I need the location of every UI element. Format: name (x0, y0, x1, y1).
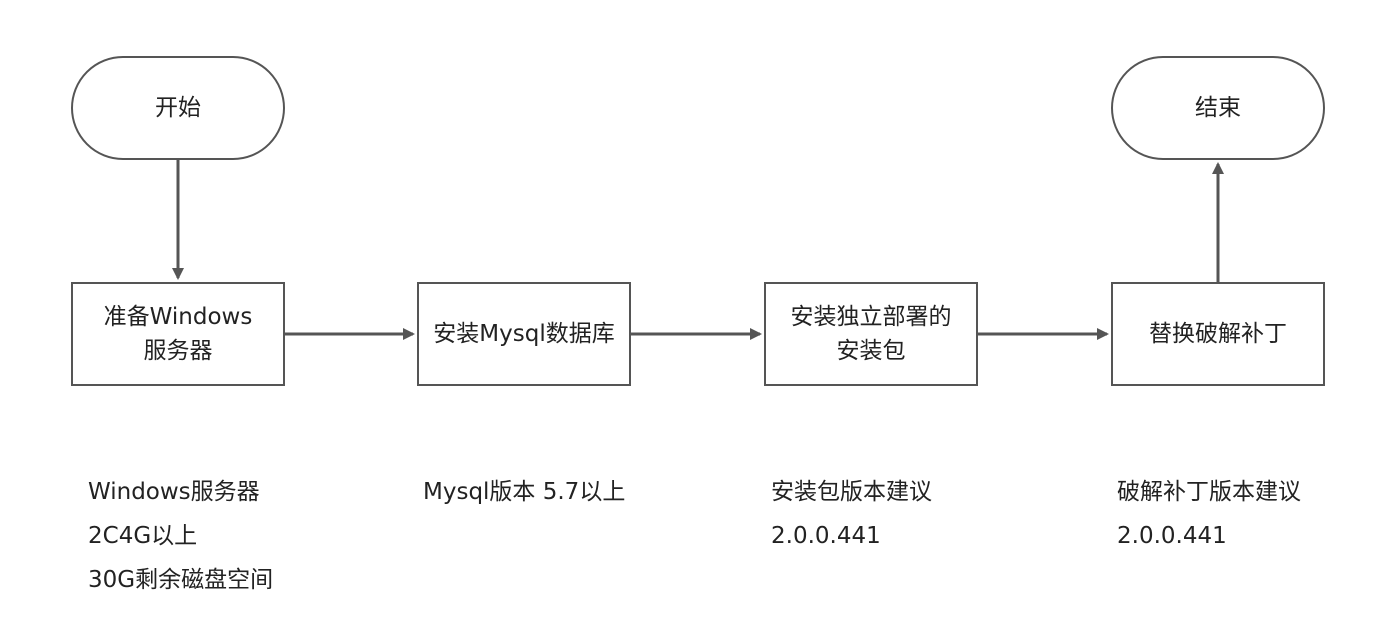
prepare-windows-server-node: 准备Windows 服务器 (71, 282, 285, 386)
note-line: Windows服务器 (88, 479, 260, 505)
install-standalone-package-node: 安装独立部署的 安装包 (764, 282, 978, 386)
note-line: 2.0.0.441 (1117, 523, 1227, 549)
node-label-line: 替换破解补丁 (1149, 321, 1287, 347)
note-line: 2.0.0.441 (771, 523, 881, 549)
start-node: 开始 (71, 56, 285, 160)
note-line: 30G剩余磁盘空间 (88, 567, 274, 593)
end-node-label: 结束 (1195, 95, 1241, 121)
note-line: 2C4G以上 (88, 523, 198, 549)
node-label-line: 安装包 (836, 338, 906, 364)
patch-version-note: 破解补丁版本建议 2.0.0.441 (1117, 470, 1301, 558)
node-label-line: 安装Mysql数据库 (433, 321, 615, 347)
node-label-line: 安装独立部署的 (790, 304, 952, 330)
end-node: 结束 (1111, 56, 1325, 160)
replace-patch-node: 替换破解补丁 (1111, 282, 1325, 386)
package-version-note: 安装包版本建议 2.0.0.441 (771, 470, 932, 558)
server-requirements-note: Windows服务器 2C4G以上 30G剩余磁盘空间 (88, 470, 273, 602)
start-node-label: 开始 (155, 95, 201, 121)
note-line: 破解补丁版本建议 (1117, 479, 1301, 505)
note-line: 安装包版本建议 (771, 479, 932, 505)
note-line: Mysql版本 5.7以上 (423, 479, 626, 505)
node-label-line: 准备Windows (103, 304, 253, 330)
install-mysql-node: 安装Mysql数据库 (417, 282, 631, 386)
node-label-line: 服务器 (143, 338, 213, 364)
mysql-version-note: Mysql版本 5.7以上 (423, 470, 625, 514)
